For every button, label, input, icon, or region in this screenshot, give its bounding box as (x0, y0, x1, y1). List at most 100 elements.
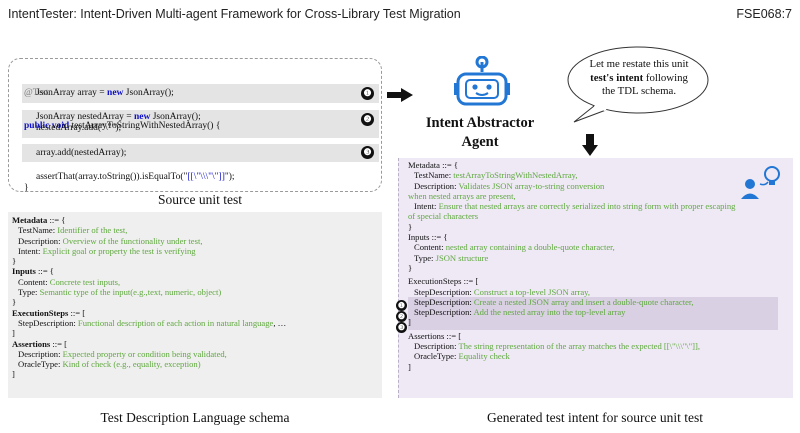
gen-value: testArrayToStringWithNestedArray, (453, 170, 578, 181)
marker-1: ❶ (361, 87, 374, 100)
gen-key: Intent: (414, 201, 439, 212)
gen-key: Content: (414, 242, 446, 253)
tdl-key: OracleType: (18, 359, 63, 370)
source-test-code: @Test public void testArrayToStringWithN… (24, 66, 235, 209)
source-test-panel (8, 58, 382, 192)
generated-intent-caption: Generated test intent for source unit te… (487, 410, 703, 425)
code-line-2: JsonArray nestedArray = (36, 112, 134, 122)
gen-close: } (408, 221, 413, 232)
code-line-5-tail: "); (224, 172, 235, 182)
marker-3: ❸ (361, 146, 374, 159)
tdl-close: ] (12, 369, 15, 380)
code-line-4: array.add(nestedArray); (36, 148, 127, 158)
gen-key: StepDescription: (414, 307, 474, 318)
tdl-value: Explicit goal or property the test is ve… (42, 245, 196, 256)
bubble-line-1: Let me restate this unit (589, 58, 689, 70)
tdl-value: Identifier of the test, (57, 225, 128, 236)
gen-key: Description: (414, 341, 459, 352)
highlight-bar-2 (22, 110, 379, 138)
gen-step-3: Add the nested array into the top-level … (473, 307, 626, 318)
agent-name-line-1: Intent Abstractor (425, 115, 535, 131)
tdl-schema-content: Metadata ::= { TestName: Identifier of t… (12, 215, 286, 380)
keyword-new: new (107, 88, 124, 98)
tdl-op: ::= [ (50, 338, 67, 349)
gen-close: } (408, 262, 413, 273)
code-line-1-tail: JsonArray(); (123, 88, 174, 98)
tdl-key: Description: (18, 235, 63, 246)
gen-key: OracleType: (414, 351, 459, 362)
gen-step-1: Construct a top-level JSON array, (473, 286, 591, 297)
tdl-op: ::= { (35, 266, 54, 277)
tdl-schema-panel (8, 212, 382, 398)
tdl-key: Content: (18, 276, 50, 287)
tdl-key: StepDescription: (18, 317, 78, 328)
tdl-key: Intent: (18, 245, 43, 256)
steps-highlight (408, 297, 778, 330)
arrow-down-icon (582, 134, 598, 156)
gen-value-cont: of special characters (408, 211, 479, 222)
highlight-bar-1 (22, 84, 379, 103)
annotation: @Test (24, 88, 49, 98)
tdl-close: } (12, 256, 17, 267)
gen-close: ] (408, 361, 411, 372)
gen-step-2: Create a nested JSON array and insert a … (473, 296, 694, 307)
gen-value: nested array containing a double-quote c… (445, 242, 615, 253)
bubble-bold: test's intent (590, 71, 644, 84)
agent-name-line-2: Agent (461, 134, 499, 150)
speech-bubble (567, 46, 709, 123)
tdl-key: Description: (18, 348, 63, 359)
step-marker-3: ❸ (396, 322, 407, 333)
tdl-schema-caption: Test Description Language schema (100, 410, 290, 425)
tdl-value: Overview of the functionality under test… (62, 235, 203, 246)
tdl-value: Expected property or condition being val… (62, 348, 227, 359)
gen-value: Validates JSON array-to-string conversio… (458, 180, 605, 191)
gen-value: The string representation of the array m… (458, 341, 700, 352)
tdl-close: } (12, 297, 17, 308)
code-line-5: assertThat(array.toString()).isEqualTo(" (36, 172, 188, 182)
tdl-assertions-heading: Assertions (12, 338, 51, 349)
keyword-public-void: public void (24, 121, 70, 131)
gen-inputs-heading: Inputs ::= { (408, 232, 448, 243)
code-close-brace: } (24, 183, 29, 193)
gen-key: StepDescription: (414, 286, 474, 297)
tdl-metadata-heading: Metadata (12, 215, 48, 225)
gen-close: ] (408, 317, 411, 328)
tdl-key: TestName: (18, 225, 58, 236)
person-idea-icon (741, 166, 780, 199)
arrow-right-icon (387, 88, 413, 102)
generated-intent-panel (398, 158, 793, 398)
gen-value: JSON structure (435, 252, 489, 263)
tdl-value: Functional description of each action in… (77, 317, 274, 328)
gen-metadata-heading: Metadata ::= { (408, 160, 459, 170)
generated-intent-content: Metadata ::= { TestName: testArrayToStri… (408, 160, 735, 372)
tdl-value: Kind of check (e.g., equality, exception… (62, 359, 201, 370)
tdl-value: Semantic type of the input(e.g.,text, nu… (39, 287, 222, 298)
tdl-op: ::= [ (68, 307, 86, 318)
bubble-line-2: following (643, 71, 688, 84)
source-test-caption: Source unit test (158, 192, 242, 207)
gen-steps-heading: ExecutionSteps ::= [ (408, 276, 479, 287)
code-line-1: JsonArray array = (36, 88, 108, 98)
gen-key: Description: (414, 180, 459, 191)
gen-value: Ensure that nested arrays are correctly … (438, 201, 736, 212)
highlight-bar-3 (22, 144, 379, 162)
tdl-inputs-heading: Inputs (12, 266, 36, 277)
gen-key: TestName: (414, 170, 454, 181)
keyword-new: new (133, 112, 151, 122)
tdl-ellipsis: , … (273, 317, 287, 328)
tdl-op: ::= { (47, 215, 66, 225)
tdl-key: Type: (18, 287, 40, 298)
agent-name: Intent Abstractor Agent (420, 114, 540, 152)
speech-bubble-text: Let me restate this unit test's intent f… (580, 58, 698, 99)
string-literal: [[\"\\\"\"]] (187, 172, 225, 182)
code-line-3: nestedArray.add("\""); (36, 123, 122, 133)
gen-key: Type: (414, 252, 436, 263)
tdl-value: Concrete test inputs, (49, 276, 121, 287)
tdl-close: ] (12, 328, 15, 339)
page-number: FSE068:7 (736, 7, 792, 21)
step-marker-1: ❶ (396, 300, 407, 311)
tdl-steps-heading: ExecutionSteps (12, 307, 69, 318)
marker-2: ❷ (361, 113, 374, 126)
robot-icon (454, 56, 510, 106)
step-marker-2: ❷ (396, 311, 407, 322)
